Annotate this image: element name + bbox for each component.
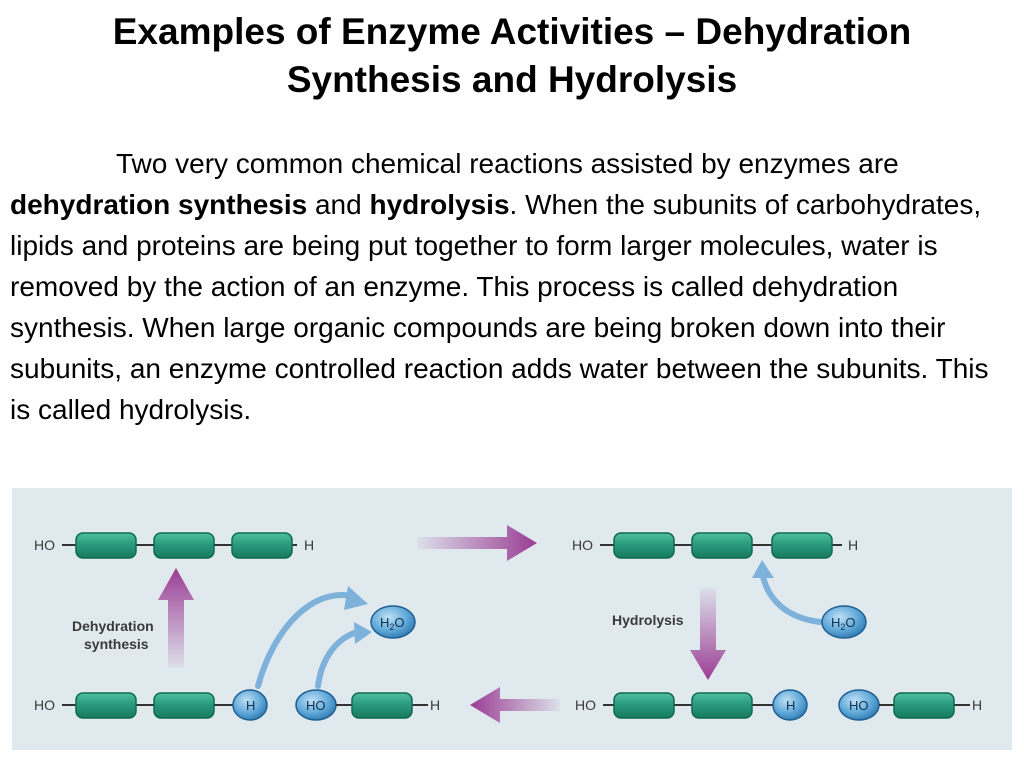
monomer xyxy=(153,532,215,559)
svg-text:HO: HO xyxy=(306,698,326,713)
h-ball xyxy=(772,689,808,721)
monomer xyxy=(613,532,675,559)
monomer-bottom-right: HO H xyxy=(838,689,982,721)
svg-text:H2O: H2O xyxy=(380,615,405,632)
water-molecule: H2O xyxy=(821,605,867,639)
h-label: H xyxy=(430,697,440,713)
monomer xyxy=(153,692,215,719)
curved-arrow-icon xyxy=(315,629,360,689)
reaction-diagram: HO H HO H Dehydration synthesis xyxy=(12,488,1012,750)
monomer xyxy=(691,532,753,559)
h-label: H xyxy=(972,697,982,713)
polymer-top-right: HO H xyxy=(572,532,858,559)
monomer xyxy=(351,692,413,719)
title-line-1: Examples of Enzyme Activities – Dehydrat… xyxy=(112,11,912,52)
paragraph-text-3: . When the subunits of carbohydrates, li… xyxy=(10,189,989,425)
monomer xyxy=(613,692,675,719)
h-ball xyxy=(232,689,268,721)
reaction-diagram-svg: HO H HO H Dehydration synthesis xyxy=(34,525,982,723)
svg-text:H2O: H2O xyxy=(831,615,856,632)
polymer-bottom-left: HO H xyxy=(34,689,268,721)
ho-label: HO xyxy=(575,697,596,713)
paragraph-text-2: and xyxy=(307,189,370,220)
ho-label: HO xyxy=(34,697,55,713)
monomer xyxy=(691,692,753,719)
paragraph-text-1: Two very common chemical reactions assis… xyxy=(116,148,899,179)
paragraph: Two very common chemical reactions assis… xyxy=(10,143,1016,430)
hydrolysis-label: Hydrolysis xyxy=(612,612,684,628)
h-label: H xyxy=(304,537,314,553)
monomer xyxy=(771,532,833,559)
monomer-bottom-left: HO H xyxy=(295,689,440,721)
term-hydrolysis: hydrolysis xyxy=(369,189,510,220)
ho-label: HO xyxy=(34,537,55,553)
dehydration-label-1: Dehydration xyxy=(72,618,154,634)
curved-arrow-icon xyxy=(255,591,355,689)
water-molecule: H2O xyxy=(370,605,416,639)
up-arrow-icon xyxy=(158,568,194,668)
polymer-bottom-right: HO H xyxy=(575,689,808,721)
title-line-2: Synthesis and Hydrolysis xyxy=(286,59,738,100)
right-arrow-icon xyxy=(417,525,537,561)
down-arrow-icon xyxy=(690,588,726,680)
monomer xyxy=(893,692,955,719)
polymer-top-left: HO H xyxy=(34,532,314,559)
svg-text:HO: HO xyxy=(849,698,869,713)
dehydration-label-2: synthesis xyxy=(84,636,149,652)
curved-arrow-icon xyxy=(759,569,823,625)
left-arrow-icon xyxy=(470,687,560,723)
svg-text:H: H xyxy=(786,698,795,713)
monomer xyxy=(231,532,293,559)
svg-text:H: H xyxy=(246,698,255,713)
monomer xyxy=(75,692,137,719)
body-paragraph: Two very common chemical reactions assis… xyxy=(10,143,1016,430)
slide-title: Examples of Enzyme Activities – Dehydrat… xyxy=(0,8,1024,104)
monomer xyxy=(75,532,137,559)
term-dehydration-synthesis: dehydration synthesis xyxy=(10,189,308,220)
h-label: H xyxy=(848,537,858,553)
ho-label: HO xyxy=(572,537,593,553)
